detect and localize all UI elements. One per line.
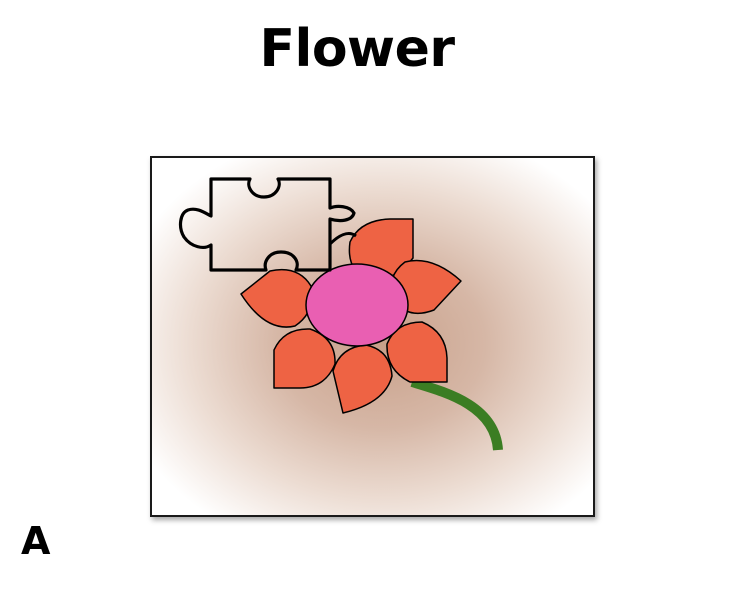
panel-label: A [21, 519, 51, 563]
stem [410, 377, 503, 451]
flower-center [305, 263, 409, 347]
puzzle-piece-knob [328, 232, 357, 246]
puzzle-piece-icon [178, 177, 356, 272]
petal-bottom [332, 344, 393, 414]
page-title: Flower [259, 19, 455, 79]
petals [240, 218, 462, 414]
petal-lower-left [273, 328, 336, 389]
petal-left [240, 268, 313, 328]
